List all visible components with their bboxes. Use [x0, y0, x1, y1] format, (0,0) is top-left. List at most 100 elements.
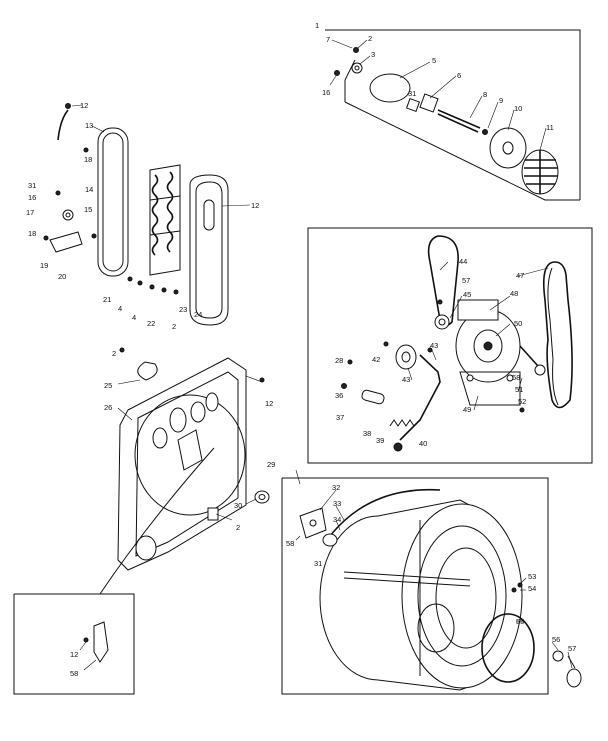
callout-label: 31 — [28, 181, 36, 190]
callout-label: 44 — [459, 257, 467, 266]
idler-pulley-part — [434, 314, 450, 330]
spring-part — [389, 419, 415, 427]
callout-label: 9 — [499, 96, 503, 105]
blower-assembly-group: 1 2 3 5 6 7 8 9 10 11 16 31 — [315, 21, 581, 201]
callout-label: 1 — [315, 21, 319, 30]
callout-label: 39 — [376, 436, 384, 445]
callout-label: 5 — [432, 56, 436, 65]
shaft-assembly-part — [405, 93, 488, 135]
callout-label: 51 — [515, 385, 523, 394]
callout-label: 52 — [518, 397, 526, 406]
callout-label: 12 — [251, 201, 259, 210]
callout-label: 43 — [430, 341, 438, 350]
callout-label: 25 — [104, 381, 112, 390]
callout-label: 58 — [70, 669, 78, 678]
callout-label: 56 — [552, 635, 560, 644]
drum-seal-part — [329, 488, 441, 537]
motor-box-border — [307, 227, 593, 464]
callout-label: 57 — [462, 276, 470, 285]
callout-label: 8 — [483, 90, 487, 99]
blower-wheel-part — [521, 149, 559, 195]
callout-label: 10 — [514, 104, 522, 113]
callout-label: 7 — [326, 35, 330, 44]
callout-label: 4 — [132, 313, 136, 322]
callout-label: 13 — [85, 121, 93, 130]
callout-label: 49 — [463, 405, 471, 414]
idler-shaft-part — [361, 389, 385, 405]
callout-label: 12 — [265, 399, 273, 408]
callout-label: 17 — [26, 208, 34, 217]
box-border — [344, 101, 580, 201]
callout-label: 14 — [85, 185, 93, 194]
callout-label: 45 — [463, 290, 471, 299]
drum-support-group: 30 — [234, 490, 270, 510]
drive-belt-part — [542, 261, 573, 409]
callout-label: 30 — [234, 501, 242, 510]
callout-label: 31 — [408, 89, 416, 98]
callout-label: 19 — [40, 261, 48, 270]
roller-part — [552, 650, 564, 662]
pulley-part — [395, 344, 417, 370]
inset-border — [13, 593, 135, 695]
idler-belt-part — [427, 235, 459, 327]
callout-label: 22 — [147, 319, 155, 328]
gasket-ring-part — [369, 73, 411, 103]
idler-arm-part — [399, 354, 441, 441]
callout-label: 16 — [28, 193, 36, 202]
rear-bulkhead-group: 2 25 26 12 2 — [104, 347, 273, 571]
callout-label: 2 — [112, 349, 116, 358]
callout-label: 47 — [516, 271, 524, 280]
callout-label: 58 — [512, 373, 520, 382]
callout-label: 50 — [514, 319, 522, 328]
callout-label: 20 — [58, 272, 66, 281]
impeller-plate-part — [489, 127, 527, 169]
callout-label: 2 — [172, 322, 176, 331]
callout-label: 3 — [371, 50, 375, 59]
bracket-part — [49, 231, 83, 253]
drum-part — [319, 499, 523, 691]
screw-part — [353, 47, 359, 53]
bracket-part — [93, 621, 109, 663]
callout-label: 18 — [84, 155, 92, 164]
heater-duct-part — [97, 127, 129, 277]
drum-roller-part — [254, 490, 270, 504]
callout-label: 23 — [179, 305, 187, 314]
callout-label: 28 — [335, 356, 343, 365]
roller-cap-part — [566, 668, 582, 688]
bracket-part — [207, 507, 219, 521]
bearing-part — [354, 65, 360, 71]
callout-label: 31 — [314, 559, 322, 568]
drum-roller-part — [322, 533, 338, 547]
callout-label: 6 — [457, 71, 461, 80]
drive-motor-part — [455, 299, 546, 383]
callout-label: 12 — [70, 650, 78, 659]
box-border — [344, 59, 356, 81]
callout-label: 33 — [333, 499, 341, 508]
callout-label: 2 — [368, 34, 372, 43]
callout-label: 53 — [528, 572, 536, 581]
wire-part — [57, 109, 69, 141]
seal-part — [137, 361, 158, 381]
drum-assembly-group: 29 32 33 34 58 31 53 54 55 56 57 — [267, 460, 582, 695]
callout-label: 36 — [335, 391, 343, 400]
callout-label: 18 — [28, 229, 36, 238]
callout-label: 32 — [332, 483, 340, 492]
callout-label: 34 — [333, 515, 341, 524]
callout-label: 12 — [80, 101, 88, 110]
inset-detail-group: 12 58 — [13, 447, 215, 695]
motor-assembly-group: 44 47 57 45 48 50 43 42 43 28 36 37 38 3… — [307, 227, 593, 464]
box-border — [325, 29, 581, 200]
callout-label: 58 — [286, 539, 294, 548]
heater-channel-part — [189, 174, 229, 326]
callout-label: 43 — [402, 375, 410, 384]
callout-label: 24 — [194, 310, 202, 319]
callout-label: 2 — [236, 523, 240, 532]
drum-ring-part — [481, 613, 535, 683]
heater-assembly-group: 12 13 18 14 15 31 16 17 18 19 20 21 4 4 … — [26, 101, 259, 331]
callout-label: 21 — [103, 295, 111, 304]
callout-label: 55 — [516, 617, 524, 626]
heating-element-part — [149, 164, 181, 276]
callout-label: 26 — [104, 403, 112, 412]
callout-label: 40 — [419, 439, 427, 448]
